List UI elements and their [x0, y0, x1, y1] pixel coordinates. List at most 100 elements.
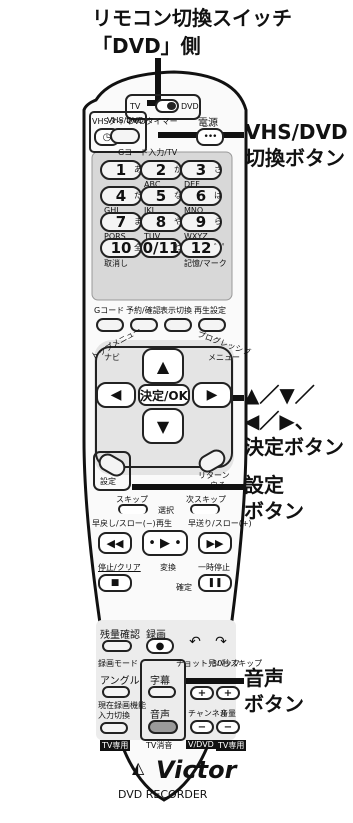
- channel-down-button[interactable]: −: [190, 720, 214, 734]
- up-button[interactable]: ▲: [142, 348, 184, 384]
- number-kana-label: わ: [174, 243, 182, 252]
- triangle-down-icon: ▼: [156, 416, 170, 436]
- number-kana-label: や: [174, 217, 182, 226]
- stop-button[interactable]: ■: [98, 574, 132, 592]
- triangle-left-icon: ◀: [110, 387, 122, 403]
- callout-switch-line1: リモコン切換スイッチ: [92, 6, 292, 30]
- switch-knob-icon: [167, 102, 176, 110]
- number-kana-label: あ: [134, 165, 142, 174]
- callout-setting-line2: ボタン: [244, 499, 304, 523]
- vhs-dvd-button[interactable]: [110, 128, 140, 144]
- playback-settings-button[interactable]: [198, 318, 226, 332]
- callout-arrows-line1: ▲／▼／: [244, 383, 315, 407]
- victor-dog-logo-icon: ◭: [132, 758, 145, 777]
- reserve-button[interactable]: [130, 318, 158, 332]
- record-mode-label: 録画モード: [98, 659, 138, 668]
- ff-label: 早送り/スロー(+): [188, 519, 252, 528]
- number-button-12[interactable]: 12: [180, 238, 222, 258]
- number-kana-label: ま: [134, 217, 142, 226]
- callout-audio-line2: ボタン: [244, 692, 304, 716]
- volume-label: 音量: [220, 709, 236, 718]
- number-kana-label: ら: [214, 217, 222, 226]
- tv-only-left-label: TV専用: [100, 740, 131, 751]
- audio-button[interactable]: [148, 720, 178, 734]
- left-button[interactable]: ◀: [96, 382, 136, 408]
- remaining-button[interactable]: [102, 640, 132, 652]
- enter-ok-button[interactable]: 決定/OK: [138, 384, 190, 406]
- record-label: 録画: [146, 630, 166, 641]
- triangle-right-icon: ▶: [206, 387, 218, 403]
- number-sub-label: ABC: [144, 180, 161, 189]
- switch-tv-label: TV: [130, 102, 141, 111]
- input-switch-button[interactable]: [100, 722, 128, 734]
- number-button-3[interactable]: 3: [180, 160, 222, 180]
- angle-button[interactable]: [102, 686, 130, 698]
- vhs-timer-label: VHSタイマー: [92, 117, 141, 126]
- callout-vhs-line2: 切換ボタン: [245, 146, 345, 170]
- volume-up-button[interactable]: +: [216, 686, 240, 700]
- model-name: DVD RECORDER: [118, 788, 208, 801]
- current-mode-label: 現在録画機能: [98, 701, 146, 710]
- skip30-label: 30秒スキップ: [212, 659, 263, 668]
- skip30-button[interactable]: ↷: [210, 634, 232, 650]
- down-button[interactable]: ▼: [142, 408, 184, 444]
- number-button-9[interactable]: 9: [180, 212, 222, 232]
- triangle-up-icon: ▲: [156, 356, 170, 376]
- chotto-rewind-label: チョット見バック: [176, 659, 240, 668]
- convert-label: 変換: [160, 563, 176, 572]
- number-button-10[interactable]: 10: [100, 238, 142, 258]
- callout-arrows-line3: 決定ボタン: [244, 435, 344, 459]
- confirm-label: 確定: [176, 583, 192, 592]
- stop-clear-label: 停止/クリア: [98, 563, 141, 572]
- number-sub-label: MNO: [184, 206, 204, 215]
- remote-switch[interactable]: [155, 99, 179, 113]
- power-button[interactable]: •••: [196, 128, 224, 146]
- subtitle-label: 字幕: [150, 676, 170, 687]
- callout-switch-line2: 「DVD」側: [92, 34, 201, 58]
- number-sub-label: 取消し: [104, 259, 128, 268]
- number-kana-label: さ: [214, 165, 222, 174]
- number-sub-label: TUV: [144, 232, 161, 241]
- enter-ok-label: 決定/OK: [140, 388, 188, 403]
- loop-back-icon: ↶: [189, 634, 201, 650]
- subtitle-button[interactable]: [148, 686, 176, 698]
- right-button[interactable]: ▶: [192, 382, 232, 408]
- v-dvd-label: V/DVD: [186, 740, 216, 749]
- skip-forward-button[interactable]: [190, 504, 220, 514]
- audio-label: 音声: [150, 710, 170, 721]
- fast-forward-button[interactable]: ▶▶: [198, 532, 232, 554]
- rewind-button[interactable]: ◀◀: [98, 532, 132, 554]
- switch-dvd-label: DVD: [181, 102, 199, 111]
- fast-forward-icon: ▶▶: [206, 536, 224, 550]
- callout-setting-line1: 設定: [244, 473, 284, 497]
- stop-icon: ■: [110, 578, 120, 588]
- number-kana-label: は: [214, 191, 222, 200]
- dots-icon: •••: [203, 132, 218, 142]
- chotto-rewind-button[interactable]: ↶: [184, 634, 206, 650]
- channel-label: チャンネル: [188, 709, 228, 718]
- gcode-label: Gコード: [94, 306, 125, 315]
- number-kana-label: か: [174, 165, 182, 174]
- reserve-label: 予約/確認: [126, 306, 161, 315]
- skip-back-button[interactable]: [118, 504, 148, 514]
- gcode-input-label: Gコード入力/TV: [118, 148, 178, 157]
- number-kana-label: な: [174, 191, 182, 200]
- gcode-button[interactable]: [96, 318, 124, 332]
- brand-name: Victor: [156, 756, 237, 784]
- pause-button[interactable]: ❚❚: [198, 574, 232, 592]
- number-sub-label: 記憶/マーク: [184, 259, 227, 268]
- playback-settings-label: 再生設定: [194, 306, 226, 315]
- dvd-timer-label: DVDタイマー: [128, 117, 178, 126]
- volume-down-button[interactable]: −: [216, 720, 240, 734]
- channel-up-button[interactable]: +: [190, 686, 214, 700]
- pause-icon: ❚❚: [207, 578, 223, 588]
- record-button[interactable]: ●: [146, 638, 174, 654]
- play-button[interactable]: • ▶ •: [142, 530, 188, 556]
- play-icon: • ▶ •: [148, 535, 182, 551]
- loop-forward-icon: ↷: [215, 634, 227, 650]
- number-button-7[interactable]: 7: [100, 212, 142, 232]
- record-dot-icon: ●: [155, 640, 165, 652]
- number-sub-label: DEF: [184, 180, 200, 189]
- number-button-6[interactable]: 6: [180, 186, 222, 206]
- display-button[interactable]: [164, 318, 192, 332]
